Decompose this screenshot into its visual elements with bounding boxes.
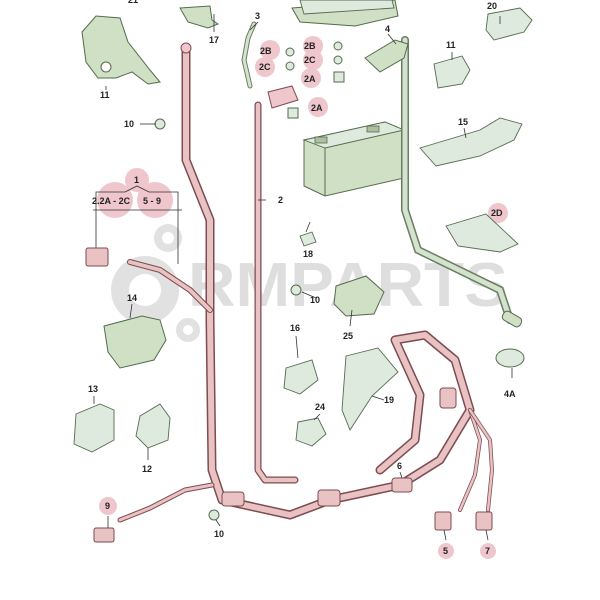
callout-2: 2 — [278, 195, 283, 205]
cover-2D — [445, 213, 519, 253]
callout-3: 3 — [255, 11, 260, 21]
fastener-10-top — [154, 118, 166, 130]
callout-20: 20 — [487, 1, 497, 11]
fastener-10-mid — [290, 284, 302, 296]
callout-7: 7 — [485, 546, 490, 556]
bracket-12 — [135, 403, 171, 449]
battery-tray — [291, 0, 399, 27]
bracket-19 — [341, 347, 399, 431]
group-label-right: 5 - 9 — [143, 196, 161, 206]
callout-16: 16 — [290, 323, 300, 333]
washer-2C-left — [285, 61, 295, 71]
cable-sleeves — [221, 387, 457, 507]
callout-12: 12 — [142, 464, 152, 474]
callout-18: 18 — [303, 249, 313, 259]
callout-15: 15 — [458, 117, 468, 127]
nut-24 — [295, 417, 327, 447]
callout-9: 9 — [105, 501, 110, 511]
bracket-11-left — [81, 15, 161, 85]
ground-strap — [364, 36, 523, 328]
callout-4A: 4A — [504, 389, 516, 399]
clip-18 — [299, 231, 317, 247]
callout-13: 13 — [88, 384, 98, 394]
connector-5 — [434, 511, 452, 531]
callout-24: 24 — [315, 402, 325, 412]
callout-5: 5 — [443, 546, 448, 556]
callout-2B-left: 2B — [260, 46, 272, 56]
group-label-left: 2.2A - 2C — [92, 196, 131, 206]
nut-2B-left — [285, 47, 295, 57]
group-bracket — [93, 185, 182, 264]
cover-25 — [333, 275, 385, 317]
clip-16 — [283, 359, 319, 395]
callout-labels: 21 17 3 4 20 11 11 2B 2C 2B 2C 2A 2A 10 … — [88, 0, 516, 556]
callout-14: 14 — [127, 293, 137, 303]
callout-10-top: 10 — [124, 119, 134, 129]
bracket-13 — [73, 403, 115, 453]
ring-4A — [495, 348, 525, 368]
callout-10-bottom: 10 — [214, 529, 224, 539]
harness-connector — [85, 247, 109, 267]
callout-2A-bottom: 2A — [311, 103, 323, 113]
bolt-2A-left — [287, 107, 299, 119]
nut-2B-right — [333, 41, 343, 51]
callout-11-right: 11 — [446, 40, 456, 50]
callout-2B-right: 2B — [304, 41, 316, 51]
battery — [302, 121, 406, 197]
callout-19: 19 — [384, 395, 394, 405]
connector-7 — [475, 511, 493, 531]
bracket-17 — [179, 5, 220, 29]
callout-2C-left: 2C — [259, 62, 271, 72]
callout-10-mid: 10 — [310, 295, 320, 305]
leader-lines — [93, 14, 513, 541]
bracket-14 — [103, 315, 167, 369]
callout-21: 21 — [128, 0, 138, 5]
battery-cable-2 — [254, 85, 299, 484]
bolt-2A-right — [333, 71, 345, 83]
washer-2C-right — [333, 55, 343, 65]
callout-4: 4 — [385, 24, 390, 34]
callout-17: 17 — [209, 35, 219, 45]
callout-11-left: 11 — [100, 90, 110, 100]
clip-11-right — [433, 55, 471, 89]
highlight-markers — [97, 36, 508, 559]
callout-1: 1 — [134, 175, 139, 185]
bracket-15 — [419, 117, 523, 167]
fastener-10-bottom — [208, 509, 220, 521]
callout-2A-top: 2A — [304, 74, 316, 84]
connector-9 — [93, 527, 115, 543]
callout-2C-right: 2C — [304, 55, 316, 65]
callout-2D: 2D — [491, 208, 503, 218]
bracket-20 — [485, 7, 533, 41]
callout-25: 25 — [343, 331, 353, 341]
callout-6: 6 — [397, 461, 402, 471]
